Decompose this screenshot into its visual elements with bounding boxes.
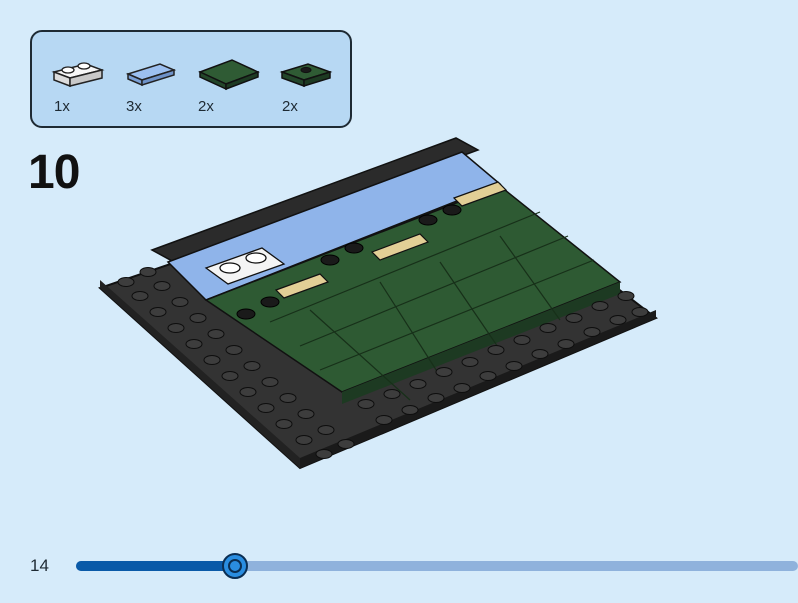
step-number: 10 xyxy=(28,146,80,199)
part-quantity: 2x xyxy=(198,98,214,115)
progress-bar xyxy=(76,553,798,579)
progress-fill xyxy=(76,561,235,571)
white-plate-1x2-icon xyxy=(51,62,105,88)
parts-list-callout: 1x 3x 2x 2x xyxy=(30,30,352,128)
part-item: 3x xyxy=(122,32,192,128)
part-quantity: 1x xyxy=(54,98,70,115)
part-item: 1x xyxy=(50,32,120,128)
dark-green-jumper-plate-icon xyxy=(279,63,333,88)
part-quantity: 3x xyxy=(126,98,142,115)
part-item: 2x xyxy=(278,32,348,128)
progress-knob[interactable] xyxy=(222,553,248,579)
part-item: 2x xyxy=(196,32,266,128)
light-blue-tile-icon xyxy=(125,63,177,87)
page-number: 14 xyxy=(30,556,49,575)
part-quantity: 2x xyxy=(282,98,298,115)
dark-green-tile-icon xyxy=(198,59,260,91)
